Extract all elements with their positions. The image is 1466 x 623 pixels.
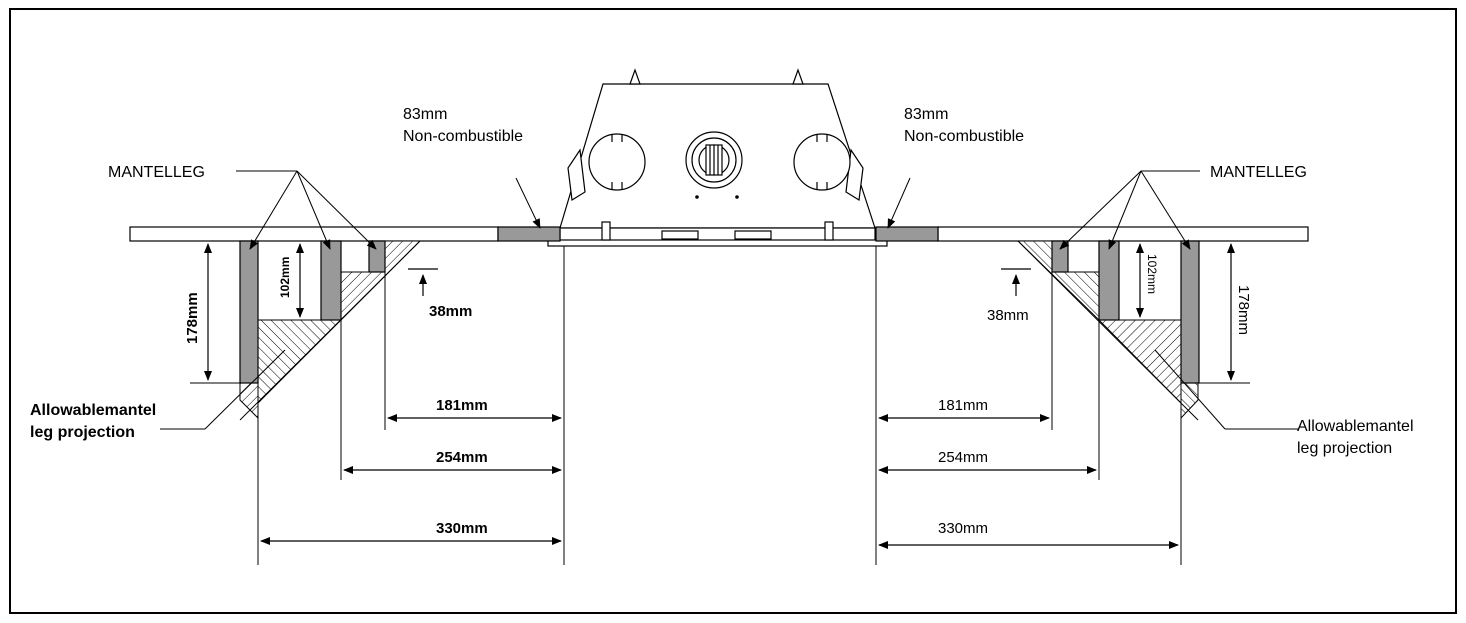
dim-178-left: 178mm [184, 292, 201, 344]
dim-254-left: 254mm [436, 449, 488, 466]
dim-102-right: 102mm [1145, 254, 1159, 294]
dim-181-right: 181mm [938, 397, 988, 414]
projection-zone-right [1016, 240, 1199, 421]
dim-178-right: 178mm [1235, 285, 1252, 335]
allowable-label-right-2: leg projection [1297, 440, 1392, 457]
mantel-leg-left-178 [239, 240, 259, 384]
mantelleg-label-right: MANTELLEG [1210, 164, 1307, 181]
dim-330-right: 330mm [938, 520, 988, 537]
mantelleg-label-left: MANTELLEG [108, 164, 205, 181]
mantel-leg-right-178 [1180, 240, 1200, 384]
extension-lines-left [190, 240, 565, 565]
noncombustible-size-left: 83mm [403, 106, 447, 123]
mantel-legs-left [239, 240, 386, 384]
allowable-label-left-1: Allowablemantel [30, 402, 156, 419]
mantel-leg-right-38 [1051, 240, 1069, 273]
mantel-leg-right-102 [1098, 240, 1120, 321]
noncombustible-strip-right [875, 226, 939, 242]
mantel-leg-left-38 [368, 240, 386, 273]
dim-254-right: 254mm [938, 449, 988, 466]
dim-181-left: 181mm [436, 397, 488, 414]
dim-102-left: 102mm [278, 257, 292, 298]
dim-arrows-left [204, 243, 562, 545]
noncombustible-strip-left [497, 226, 561, 242]
extension-lines-right [875, 240, 1250, 565]
allowable-label-right-1: Allowablemantel [1297, 418, 1414, 435]
noncombustible-size-right: 83mm [904, 106, 948, 123]
dim-38-left: 38mm [429, 303, 472, 320]
leader-lines [160, 170, 1298, 430]
mantel-shelf-left [129, 226, 561, 242]
mantel-shelf-right [875, 226, 1309, 242]
allowable-label-left-2: leg projection [30, 424, 135, 441]
noncombustible-label-right: Non-combustible [904, 128, 1024, 145]
mantel-leg-left-102 [320, 240, 342, 321]
fireplace-unit [547, 68, 888, 247]
noncombustible-label-left: Non-combustible [403, 128, 523, 145]
dim-38-right: 38mm [987, 307, 1029, 324]
dim-arrows-right [878, 243, 1235, 549]
dim-330-left: 330mm [436, 520, 488, 537]
